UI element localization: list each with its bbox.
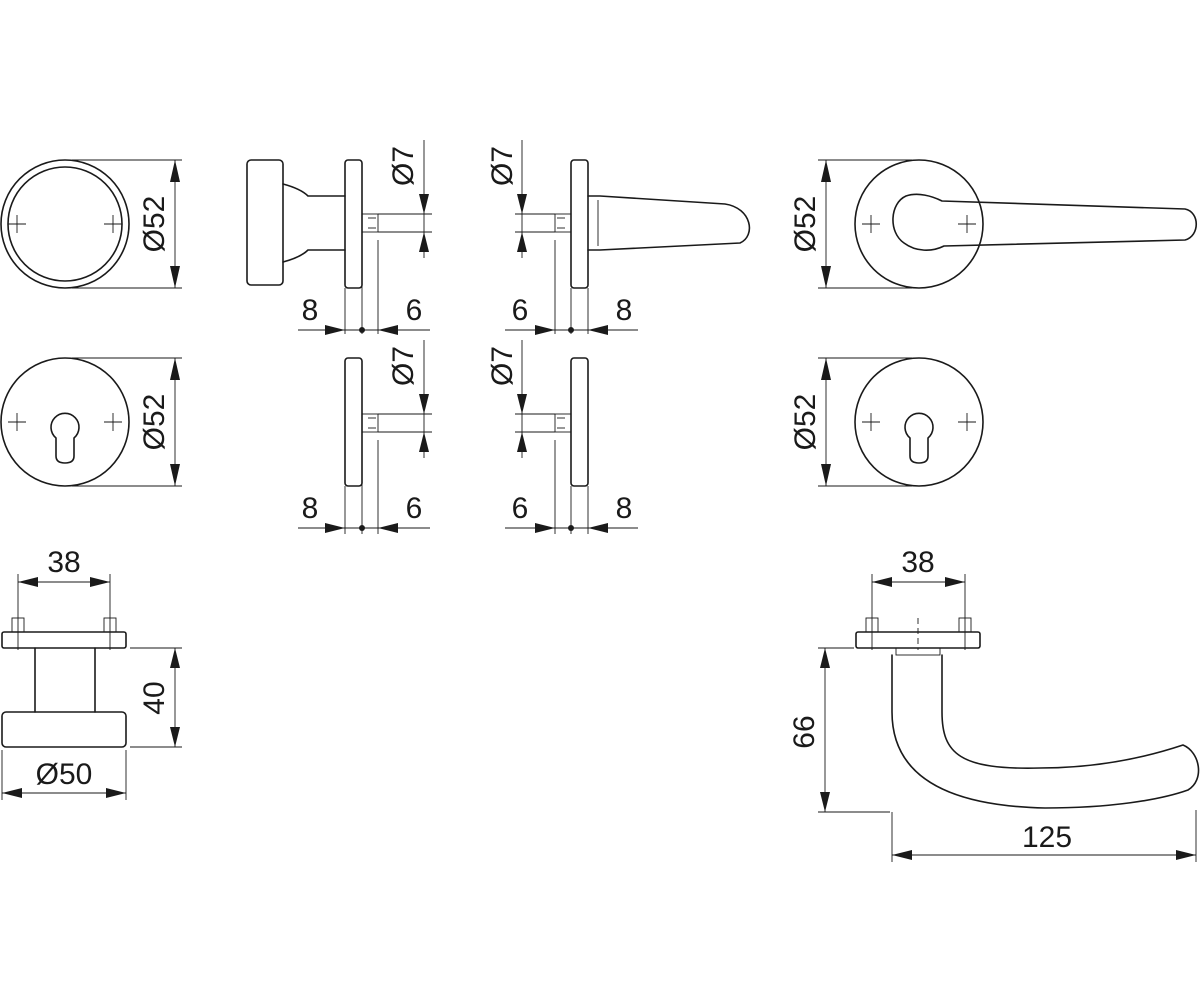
lever-side-view: Ø7 6 8 bbox=[486, 140, 751, 335]
rose-offset-label: 8 bbox=[616, 294, 633, 327]
lever-length-label: 125 bbox=[1022, 821, 1072, 854]
spindle-offset-label: 6 bbox=[512, 492, 529, 525]
fixing-screw-left bbox=[862, 215, 880, 233]
spindle-diameter-label: Ø7 bbox=[387, 146, 420, 186]
fixing-screw-left bbox=[862, 413, 880, 431]
spindle-dimension-escutcheon-left: Ø7 bbox=[378, 340, 432, 458]
fixing-screw-right bbox=[104, 413, 122, 431]
profile-cylinder-cutout bbox=[904, 412, 934, 464]
fixing-spacing-dimension: 38 bbox=[17, 546, 111, 614]
fixing-screw-right bbox=[958, 215, 976, 233]
spindle-dimension-knob-top: Ø7 bbox=[378, 140, 432, 258]
knob-side-view: Ø7 8 6 bbox=[246, 140, 432, 335]
knob-top-view: 38 40 Ø50 bbox=[1, 546, 182, 800]
offset-dimension-escutcheon-left: 8 6 bbox=[298, 440, 430, 534]
rose-offset-label: 8 bbox=[302, 294, 319, 327]
fixing-screw-left bbox=[11, 614, 25, 650]
spindle-square bbox=[554, 213, 572, 233]
fixing-screw-left bbox=[865, 614, 879, 650]
spindle-diameter-label: Ø7 bbox=[387, 346, 420, 386]
spindle-diameter-label: Ø7 bbox=[486, 146, 519, 186]
fixing-spacing-label: 38 bbox=[901, 546, 934, 579]
lever-front-view: Ø52 bbox=[789, 159, 1198, 289]
fixing-screw-right bbox=[103, 614, 117, 650]
rose-offset-label: 8 bbox=[616, 492, 633, 525]
escutcheon-diameter-dimension-right: Ø52 bbox=[789, 357, 912, 487]
spindle-square bbox=[361, 413, 379, 433]
lever-handle-top bbox=[891, 654, 1200, 809]
escutcheon-side-view-left: Ø7 8 6 bbox=[298, 340, 432, 534]
profile-cylinder-cutout bbox=[50, 412, 80, 464]
lever-length-dimension: 125 bbox=[891, 810, 1197, 862]
rose-diameter-label: Ø52 bbox=[789, 196, 822, 253]
escutcheon-side-view-right: Ø7 6 8 bbox=[486, 340, 638, 534]
fixing-screw-right bbox=[958, 614, 972, 650]
lever-projection-dimension: 66 bbox=[788, 647, 890, 813]
spindle-dimension-escutcheon-right: Ø7 bbox=[486, 340, 555, 458]
knob-projection-label: 40 bbox=[138, 681, 171, 714]
escutcheon-front-view-right: Ø52 bbox=[789, 357, 984, 487]
offset-dimension-knob-top: 8 6 bbox=[298, 240, 430, 335]
fixing-screw-right bbox=[958, 413, 976, 431]
rose-diameter-label: Ø52 bbox=[138, 196, 171, 253]
spindle-dimension-lever-top: Ø7 bbox=[486, 140, 555, 258]
knob-diameter-label: Ø50 bbox=[36, 758, 93, 791]
lever-handle-side bbox=[587, 195, 751, 251]
spindle-diameter-label: Ø7 bbox=[486, 346, 519, 386]
knob-projection-dimension: 40 bbox=[130, 647, 182, 748]
escutcheon-diameter-label: Ø52 bbox=[138, 394, 171, 451]
fixing-screw-right bbox=[104, 215, 122, 233]
escutcheon-diameter-dimension: Ø52 bbox=[72, 357, 182, 487]
spindle-offset-label: 6 bbox=[406, 294, 423, 327]
spindle-square bbox=[361, 213, 379, 233]
spindle-square bbox=[554, 413, 572, 433]
lever-top-view: 38 66 125 bbox=[788, 546, 1200, 862]
spindle-offset-label: 6 bbox=[512, 294, 529, 327]
spindle-offset-label: 6 bbox=[406, 492, 423, 525]
fixing-screw-left bbox=[8, 413, 26, 431]
fixing-spacing-label: 38 bbox=[47, 546, 80, 579]
fixing-spacing-dimension-lever: 38 bbox=[871, 546, 966, 614]
escutcheon-front-view: Ø52 bbox=[0, 357, 182, 487]
fixing-screw-left bbox=[8, 215, 26, 233]
escutcheon-diameter-label: Ø52 bbox=[789, 394, 822, 451]
lever-projection-label: 66 bbox=[788, 715, 821, 748]
rose-offset-label: 8 bbox=[302, 492, 319, 525]
lever-handle-front bbox=[892, 193, 1198, 251]
offset-dimension-lever-top: 6 8 bbox=[505, 240, 638, 335]
rose-diameter-dimension: Ø52 bbox=[72, 159, 182, 289]
offset-dimension-escutcheon-right: 6 8 bbox=[505, 440, 638, 534]
lever-rose-diameter-dimension: Ø52 bbox=[789, 159, 912, 289]
knob-diameter-dimension: Ø50 bbox=[1, 750, 127, 800]
knob-rose-front-view: Ø52 bbox=[0, 159, 182, 289]
